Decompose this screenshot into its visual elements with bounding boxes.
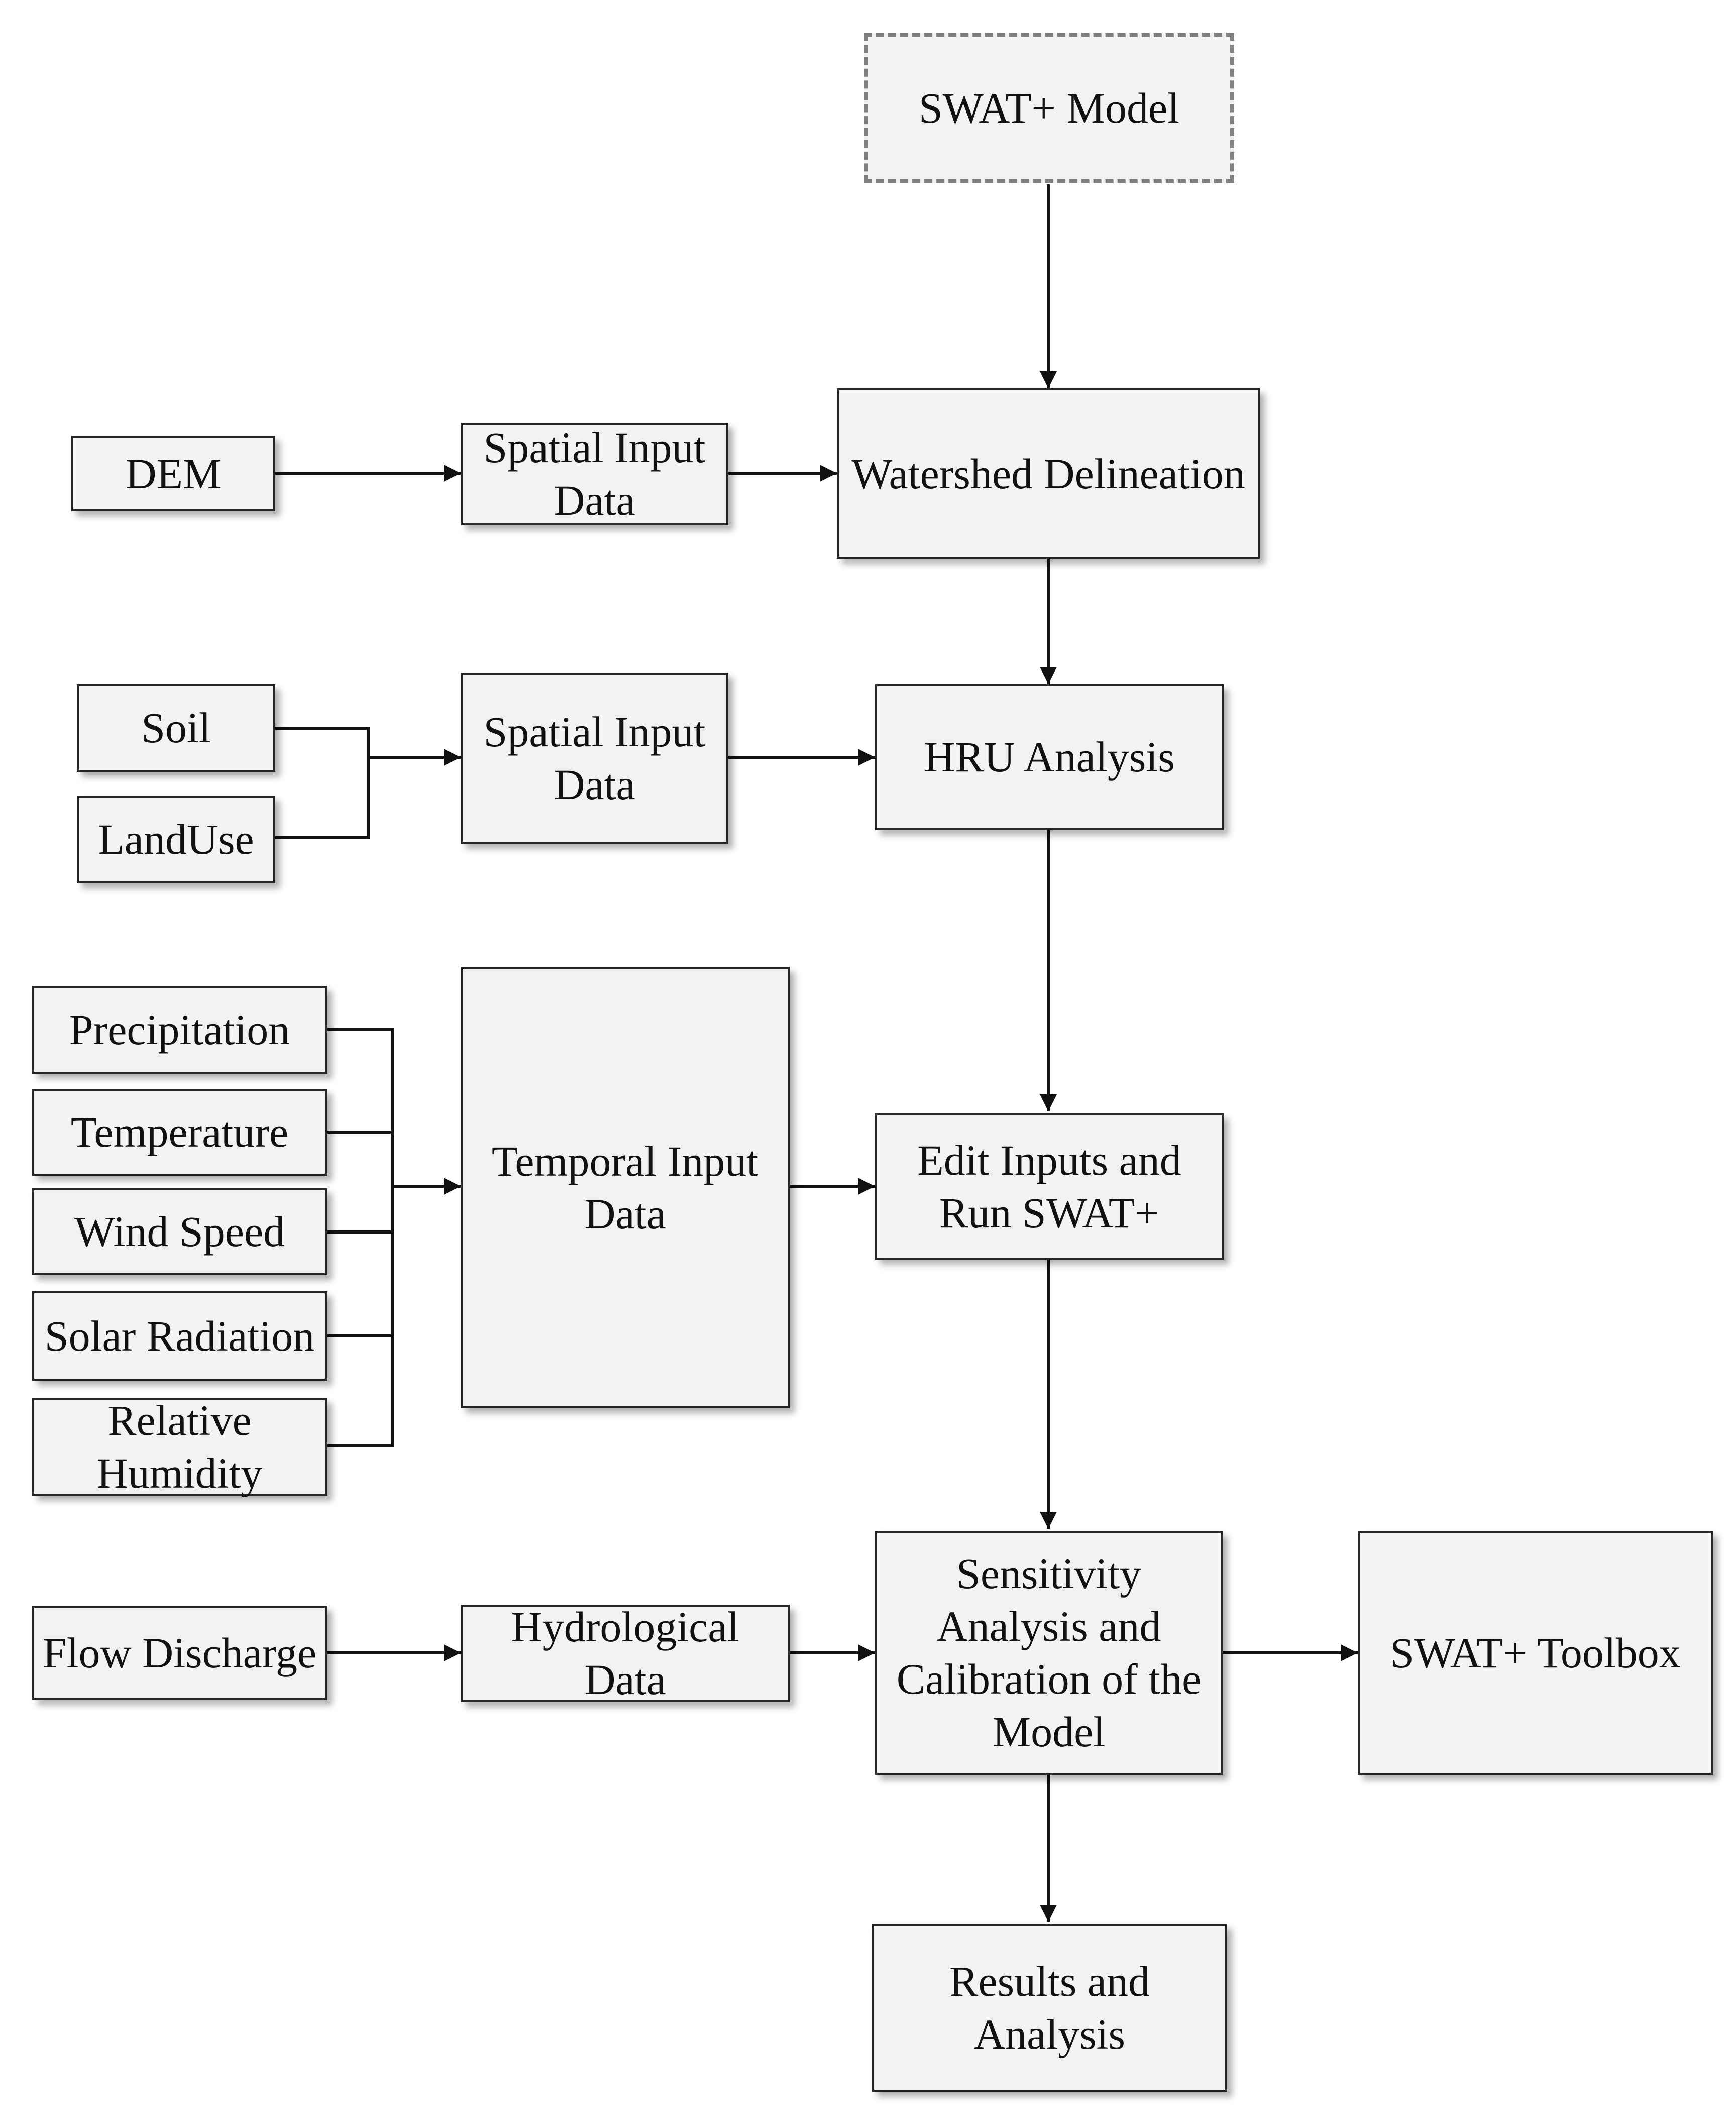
hru-analysis-node: HRU Analysis [875,684,1224,830]
swat-model-node: SWAT+ Model [864,33,1234,183]
flow-discharge-node: Flow Discharge [32,1606,327,1700]
sensitivity-analysis-label: Sensitivity Analysis and Calibration of … [896,1549,1202,1756]
sensitivity-analysis-node: Sensitivity Analysis and Calibration of … [875,1531,1223,1775]
temperature-node: Temperature [32,1089,327,1176]
precipitation-node: Precipitation [32,986,327,1074]
temporal-input-data-node: Temporal Input Data [461,967,790,1408]
landuse-label: LandUse [98,815,254,864]
edge-soil-bracket [275,727,370,839]
landuse-node: LandUse [77,796,275,883]
temperature-label: Temperature [70,1108,289,1157]
temporal-input-data-label: Temporal Input Data [491,1137,759,1238]
precipitation-label: Precipitation [69,1005,290,1054]
spatial-input-data-node-1: Spatial Input Data [461,423,728,525]
watershed-delineation-label: Watershed Delineation [851,449,1245,498]
swat-toolbox-label: SWAT+ Toolbox [1390,1628,1681,1677]
soil-label: Soil [141,704,211,752]
spatial-input-data-label-2: Spatial Input Data [483,707,706,809]
soil-node: Soil [77,684,275,772]
swat-model-label: SWAT+ Model [918,84,1180,133]
edit-inputs-node: Edit Inputs and Run SWAT+ [875,1113,1224,1260]
wind-speed-label: Wind Speed [74,1207,285,1256]
relative-humidity-label: Relative Humidity [96,1396,263,1497]
wind-speed-node: Wind Speed [32,1188,327,1275]
relative-humidity-node: Relative Humidity [32,1396,327,1497]
edit-inputs-label: Edit Inputs and Run SWAT+ [917,1136,1181,1237]
dem-label: DEM [125,449,222,498]
solar-radiation-label: Solar Radiation [44,1311,315,1360]
solar-radiation-node: Solar Radiation [32,1291,327,1381]
watershed-delineation-node: Watershed Delineation [837,388,1260,559]
results-analysis-label: Results and Analysis [949,1957,1150,2058]
hru-analysis-label: HRU Analysis [924,733,1175,781]
dem-node: DEM [71,436,275,511]
swat-toolbox-node: SWAT+ Toolbox [1358,1531,1713,1775]
hydrological-data-node: Hydrological Data [461,1603,790,1704]
spatial-input-data-node-2: Spatial Input Data [461,673,728,844]
spatial-input-data-label-1: Spatial Input Data [483,423,706,524]
flow-discharge-label: Flow Discharge [42,1628,317,1677]
hydrological-data-label: Hydrological Data [511,1603,739,1704]
edge-weather-bracket [327,1028,394,1447]
results-analysis-node: Results and Analysis [872,1924,1227,2092]
